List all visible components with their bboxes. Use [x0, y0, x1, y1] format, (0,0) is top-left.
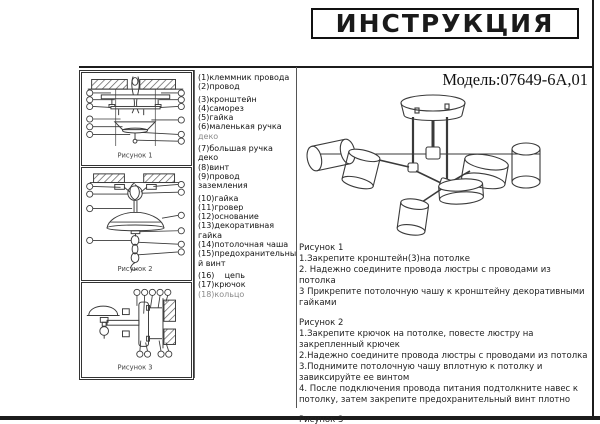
figure2-diagram: Рисунок 2: [86, 173, 185, 273]
part-item: (16) цепь: [198, 270, 245, 280]
instruction-line: 2.Надежно соедините провода люстры с про…: [299, 351, 588, 361]
hook-chain-cup: [106, 182, 165, 271]
wall-hatch: [162, 298, 176, 349]
bracket-and-wires: [100, 76, 171, 146]
figure-heading: Рисунок 1: [299, 243, 344, 253]
top-divider: [79, 66, 592, 68]
figure3-diagram: Рисунок 3: [86, 288, 176, 372]
canopy: [400, 94, 466, 122]
part-item: (17)крючок: [198, 280, 246, 290]
figure-frame-2: Рисунок 2: [81, 167, 192, 281]
instruction-line: 1.Закрепите крючок на потолке, повесте л…: [299, 329, 537, 350]
column-divider: [296, 67, 297, 408]
instruction-section: Рисунок 3способ установки аналогичный ри…: [299, 415, 589, 424]
title-box: ИНСТРУКЦИЯ: [311, 8, 579, 39]
part-item: (12)основание: [198, 212, 259, 222]
instruction-line: 2. Надежно соедините провода люстры с пр…: [299, 265, 554, 286]
callout-circles: [86, 180, 185, 256]
shade-left: [341, 148, 381, 190]
instruction-line: 3.Поднимите потолочную чашу вплотную к п…: [299, 362, 546, 383]
figure-heading: Рисунок 2: [299, 318, 344, 328]
bottom-divider: [0, 416, 600, 420]
lamp-shades: [306, 138, 541, 236]
part-item: й винт: [198, 258, 226, 268]
figure1-diagram: Рисунок 1: [86, 76, 185, 160]
figure2-label: Рисунок 2: [117, 265, 152, 273]
part-item: (10)гайка: [198, 193, 239, 203]
ceiling-hatch: [89, 173, 182, 184]
shade-far-left: [306, 138, 356, 172]
part-item: (8)винт: [198, 162, 230, 172]
part-item: (4)саморез: [198, 103, 244, 113]
shade-far-right: [511, 142, 541, 189]
part-item: (9)провод заземления: [198, 171, 248, 191]
shade-bottom: [396, 198, 430, 236]
shade-right-lower: [438, 178, 484, 205]
ceiling-hatch: [87, 78, 184, 90]
figure1-label: Рисунок 1: [117, 152, 152, 160]
figure-frame-1: Рисунок 1: [81, 72, 192, 166]
figure-heading: Рисунок 3: [299, 415, 344, 424]
part-item: деко: [198, 131, 219, 141]
figure-frame-3: Рисунок 3: [81, 282, 192, 378]
figure3-label: Рисунок 3: [117, 364, 152, 372]
part-item: (13)декоративная: [198, 221, 275, 231]
part-item: (5)гайка: [198, 113, 234, 123]
instruction-line: 1.Закрепите кронштейн(3)на потолке: [299, 254, 471, 264]
part-item: (2)провод: [198, 82, 240, 92]
part-item: гайка: [198, 230, 223, 240]
callout-circles: [133, 288, 173, 358]
part-item: (18)кольцо: [198, 289, 245, 299]
callout-circles: [86, 89, 185, 145]
sconce-body: [86, 301, 163, 347]
right-border: [592, 0, 594, 418]
part-item: (7)большая ручка деко: [198, 144, 276, 163]
instruction-line: 3 Прикрепите потолочную чашу к кронштейн…: [299, 287, 588, 308]
part-item: (14)потолочная чаша: [198, 240, 289, 250]
part-item: (6)маленькая ручка: [198, 122, 282, 132]
part-item: (11)гровер: [198, 202, 244, 212]
part-item: (1)клеммник провода: [198, 73, 290, 82]
page-title: ИНСТРУКЦИЯ: [335, 9, 555, 38]
model-label: Модель:07649-6A,01: [442, 70, 588, 89]
part-item: (15)предохранительны: [198, 249, 297, 259]
figure-frames: Рисунок 1: [79, 70, 194, 380]
chandelier-drawing: [306, 94, 541, 236]
instruction-line: 4. После подключения провода питания под…: [299, 384, 581, 405]
parts-list: (1)клеммник провода(2)провод (3)кронштейн…: [194, 70, 297, 378]
part-item: (3)кронштейн: [198, 94, 257, 104]
